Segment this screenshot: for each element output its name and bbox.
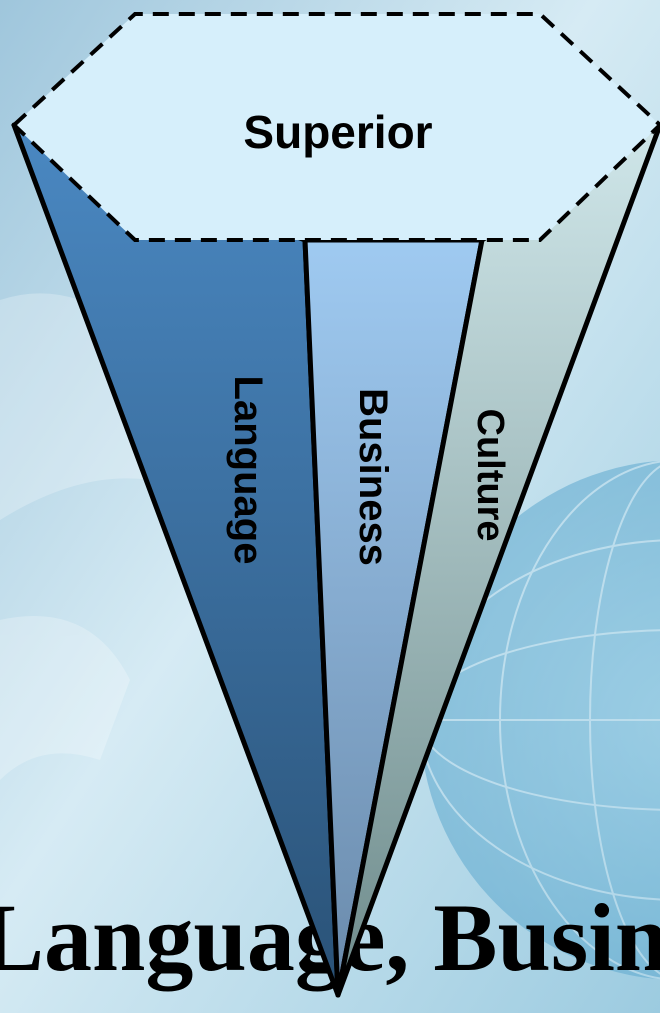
segment-business-label: Business (351, 388, 395, 566)
segment-culture-label: Culture (469, 409, 511, 542)
superior-hexagon (11, 12, 660, 242)
superior-label: Superior (243, 106, 432, 158)
segment-language-label: Language (226, 376, 270, 565)
segment-language (11, 122, 341, 998)
